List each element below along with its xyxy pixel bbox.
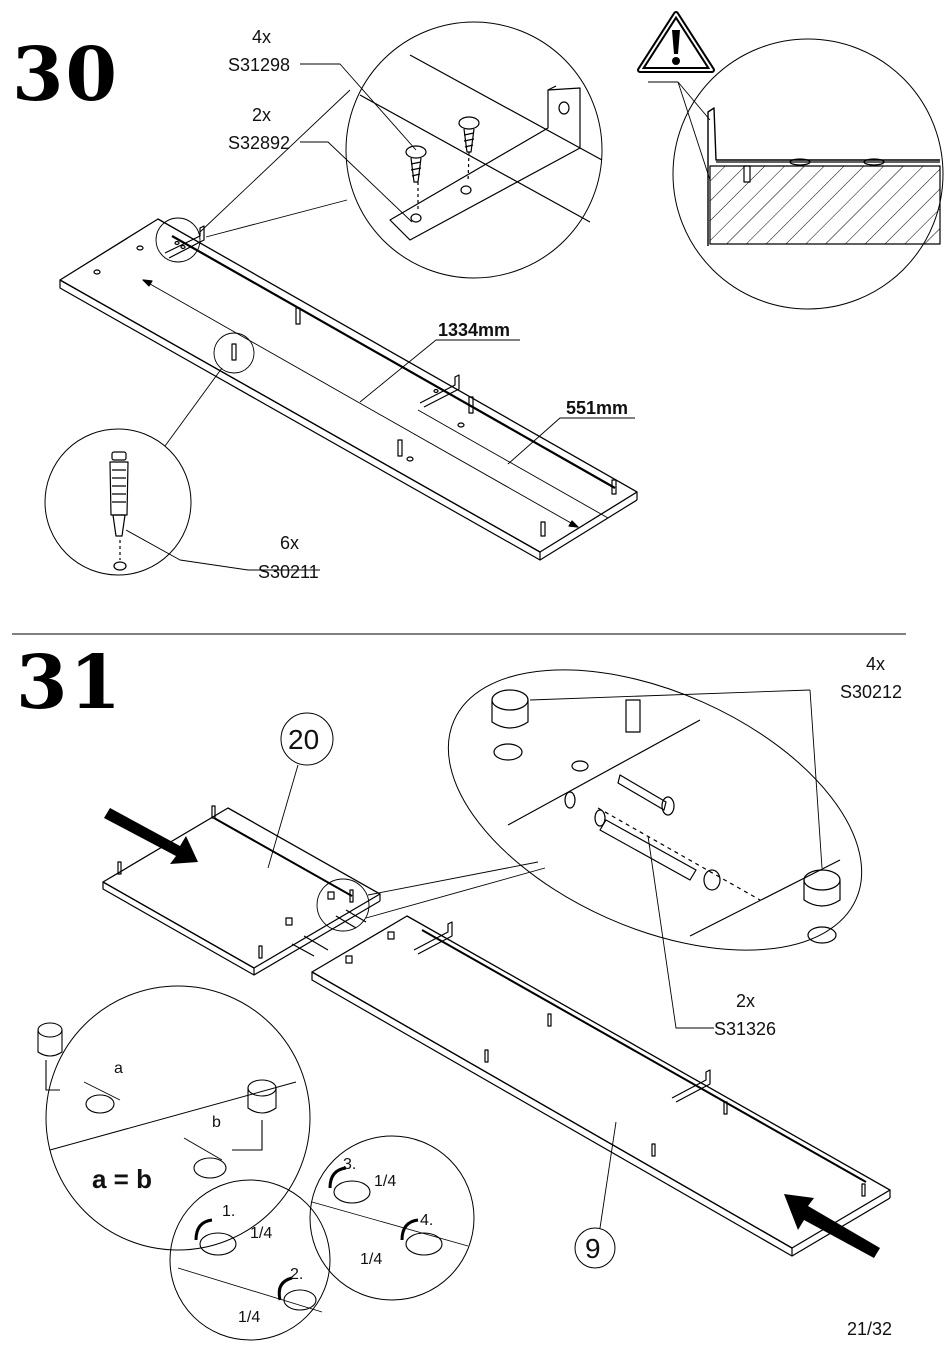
turn-step: 4. [420,1212,434,1229]
part-qty: 4x [866,654,886,674]
measure-a-label: a [114,1060,123,1077]
turn-step: 3. [343,1156,357,1173]
panel-label: 9 [585,1233,601,1264]
part-qty: 6x [280,533,300,553]
turn-amount: 1/4 [374,1173,397,1190]
panel-label: 20 [288,724,320,755]
turn-amount: 1/4 [250,1225,273,1242]
part-code: S30211 [258,562,319,582]
arrow-icon [784,1194,880,1258]
step30-panel [44,21,944,576]
arrow-icon [104,808,198,864]
dimension-label: 551mm [566,398,629,418]
step-number-30: 30 [12,32,119,118]
warning-triangle-icon [637,11,715,73]
part-code: S31326 [714,1019,777,1039]
part-qty: 2x [736,991,756,1011]
dimension-label: 1334mm [438,320,511,340]
part-code: S32892 [228,133,291,153]
turn-step: 1. [222,1203,236,1220]
alignment-equation: a = b [92,1164,152,1194]
part-qty: 4x [252,27,272,47]
measure-b-label: b [212,1114,221,1131]
part-code: S31298 [228,55,291,75]
part-code: S30212 [840,682,903,702]
turn-amount: 1/4 [360,1251,383,1268]
step-number-31: 31 [16,640,123,726]
part-qty: 2x [252,105,272,125]
turn-step: 2. [290,1266,304,1283]
page-number: 21/32 [846,1319,892,1339]
turn-amount: 1/4 [238,1309,261,1326]
step31-panels [37,669,891,1341]
